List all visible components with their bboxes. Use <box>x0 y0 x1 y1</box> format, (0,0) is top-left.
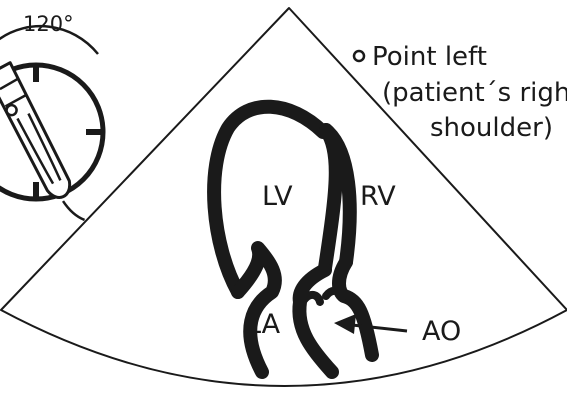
point-marker-icon <box>354 51 364 61</box>
label-la: LA <box>246 309 281 340</box>
annotation-line-1: Point left <box>372 42 487 72</box>
label-lv: LV <box>262 181 293 212</box>
probe-dial: 120° <box>0 12 103 232</box>
angle-label: 120° <box>23 12 74 36</box>
annotation-line-3: shoulder) <box>430 113 553 143</box>
label-rv: RV <box>360 181 396 212</box>
label-ao: AO <box>422 316 461 347</box>
annotation-line-2: (patient´s right <box>382 78 567 108</box>
